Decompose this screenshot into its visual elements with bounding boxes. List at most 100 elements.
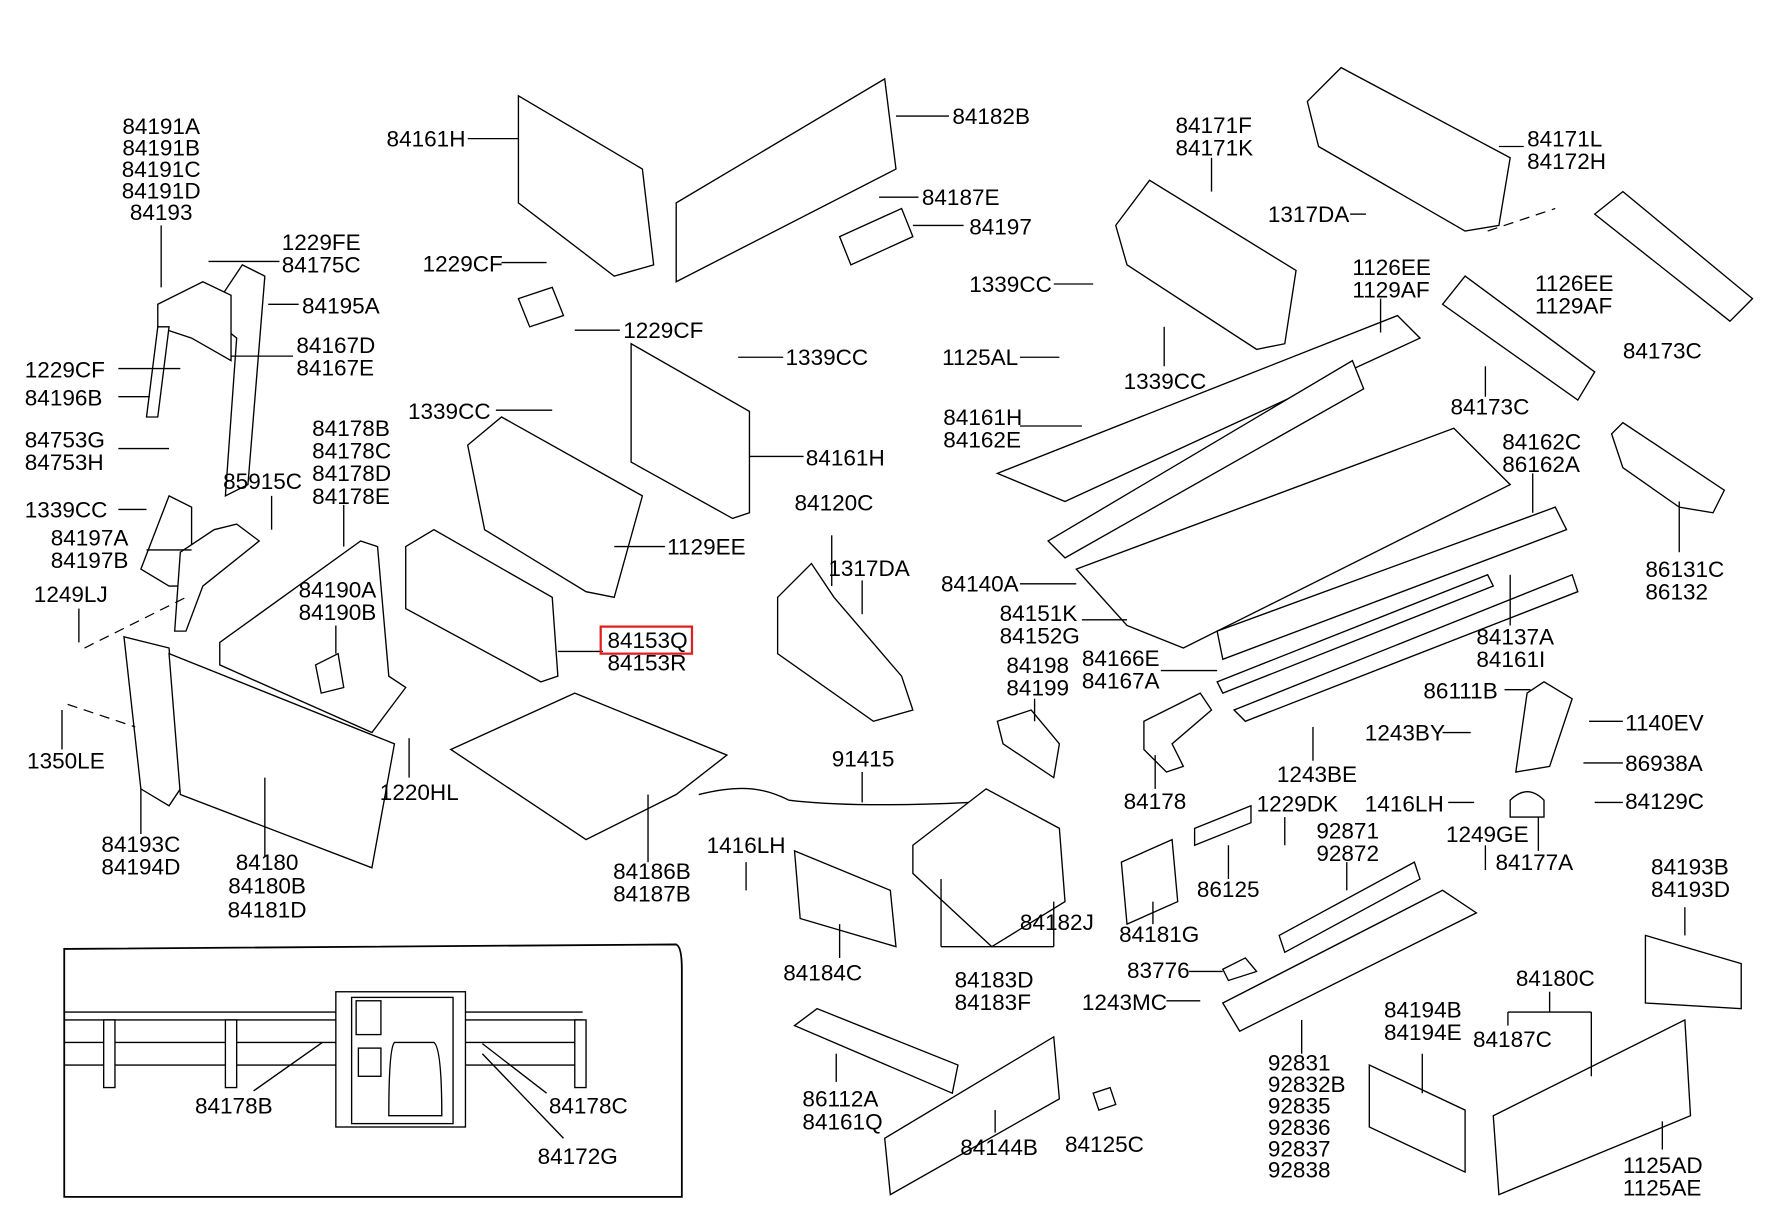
callout-c29[interactable]: 84120C: [795, 491, 874, 516]
callout-c46[interactable]: 1125AL: [942, 345, 1018, 370]
callout-c22[interactable]: 1229CF: [423, 252, 503, 277]
part-panel-84182B[interactable]: [675, 77, 897, 283]
part-bracket-84120C[interactable]: [776, 562, 914, 723]
callout-c30[interactable]: 1317DA: [828, 556, 909, 581]
callout-c58[interactable]: 86111B: [1423, 679, 1497, 704]
callout-c25[interactable]: 1339CC: [786, 345, 869, 370]
part-tube-84166E[interactable]: [1216, 573, 1495, 694]
part-step-92831[interactable]: [1221, 889, 1478, 1033]
callout-c60[interactable]: 1243BY: [1365, 720, 1445, 745]
part-box-84183D[interactable]: [912, 788, 1066, 948]
part-rail-upper[interactable]: [1047, 359, 1365, 559]
callout-c49[interactable]: 84173C: [1623, 338, 1702, 363]
callout-c18[interactable]: 84161H: [387, 127, 466, 152]
part-hinge-84178[interactable]: [1143, 692, 1213, 773]
part-strip-86125[interactable]: [1193, 804, 1252, 847]
callout-c59[interactable]: 1140EV: [1625, 710, 1704, 735]
callout-c62[interactable]: 1243BE: [1277, 762, 1357, 787]
callout-c26[interactable]: 84161H: [806, 445, 885, 470]
part-bracket-86111B[interactable]: [1515, 681, 1573, 773]
part-rail-84144B[interactable]: [883, 1035, 1061, 1196]
part-strut-84196B[interactable]: [145, 326, 170, 418]
callout-c33[interactable]: 1416LH: [707, 833, 786, 858]
callout-c68[interactable]: 1249GE: [1446, 822, 1529, 847]
callout-c82[interactable]: 84172G: [538, 1144, 618, 1169]
part-bracket-84198[interactable]: [996, 709, 1061, 779]
part-end-panel-84193C[interactable]: [123, 635, 182, 807]
part-latch-84197[interactable]: [838, 207, 914, 266]
part-plate-84184C[interactable]: [793, 849, 897, 948]
part-panel-84161H-mid[interactable]: [630, 342, 751, 520]
part-floor-plate-84186B[interactable]: [449, 692, 729, 841]
part-clip-84125C[interactable]: [1092, 1086, 1117, 1111]
callout-c24[interactable]: 1339CC: [408, 399, 491, 424]
callout-c73[interactable]: 1243MC: [1082, 990, 1167, 1015]
part-panel-84193B[interactable]: [1644, 934, 1742, 1010]
callout-c5[interactable]: 1229CF: [25, 358, 105, 383]
part-harness-91415[interactable]: [698, 787, 970, 806]
part-rail-86112A[interactable]: [793, 1007, 959, 1095]
callout-c81[interactable]: 84178C: [549, 1093, 628, 1118]
callout-c61[interactable]: 86938A: [1625, 751, 1703, 776]
callout-c70[interactable]: 86125: [1197, 877, 1260, 902]
callout-c64[interactable]: 1229DK: [1257, 791, 1338, 816]
callout-c80[interactable]: 84178B: [195, 1093, 273, 1118]
callout-c6[interactable]: 84196B: [25, 386, 103, 411]
part-rail-84137A[interactable]: [1216, 506, 1568, 661]
callout-c53[interactable]: 84140A: [941, 572, 1019, 597]
callout-c8[interactable]: 1339CC: [25, 497, 108, 522]
callout-c42[interactable]: 1317DA: [1268, 202, 1349, 227]
callout-c19[interactable]: 84182B: [952, 104, 1030, 129]
callout-c12[interactable]: 1249LJ: [34, 582, 108, 607]
part-side-panel-84178B[interactable]: [219, 540, 407, 734]
part-frame-84171F[interactable]: [1114, 179, 1297, 351]
part-side-panel-84153Q[interactable]: [405, 528, 559, 683]
part-floor-84140A[interactable]: [1075, 427, 1512, 649]
callout-c71[interactable]: 84181G: [1119, 922, 1199, 947]
callout-c10[interactable]: 85915C: [223, 469, 302, 494]
callout-c72[interactable]: 83776: [1127, 958, 1190, 983]
callout-c31[interactable]: 91415: [832, 746, 895, 771]
part-bracket-84197A[interactable]: [173, 523, 261, 632]
part-frame-84171L[interactable]: [1306, 66, 1511, 232]
part-clip-1229CF[interactable]: [517, 286, 565, 328]
callout-c20[interactable]: 84187E: [922, 185, 1000, 210]
part-hinge-84191A[interactable]: [157, 280, 232, 362]
callout-c34[interactable]: 84184C: [783, 960, 862, 985]
part-panel-84194B[interactable]: [1368, 1063, 1466, 1174]
part-panel-84161H-top[interactable]: [517, 94, 655, 277]
part-rail-lower[interactable]: [1232, 573, 1579, 723]
part-floor-84161H[interactable]: [995, 314, 1422, 503]
part-panel-84180C[interactable]: [1492, 1018, 1692, 1196]
callout-c3[interactable]: 84195A: [302, 293, 380, 318]
callout-c27[interactable]: 1129EE: [667, 534, 746, 559]
callout-c76[interactable]: 84180C: [1516, 966, 1595, 991]
callout-c63[interactable]: 84178: [1124, 789, 1187, 814]
callout-c47[interactable]: 1339CC: [1124, 369, 1207, 394]
part-frame-84171[interactable]: [466, 416, 644, 599]
part-rail-92871[interactable]: [1278, 861, 1421, 954]
callout-c77[interactable]: 84187C: [1473, 1027, 1552, 1052]
callout-c65[interactable]: 1416LH: [1365, 791, 1444, 816]
